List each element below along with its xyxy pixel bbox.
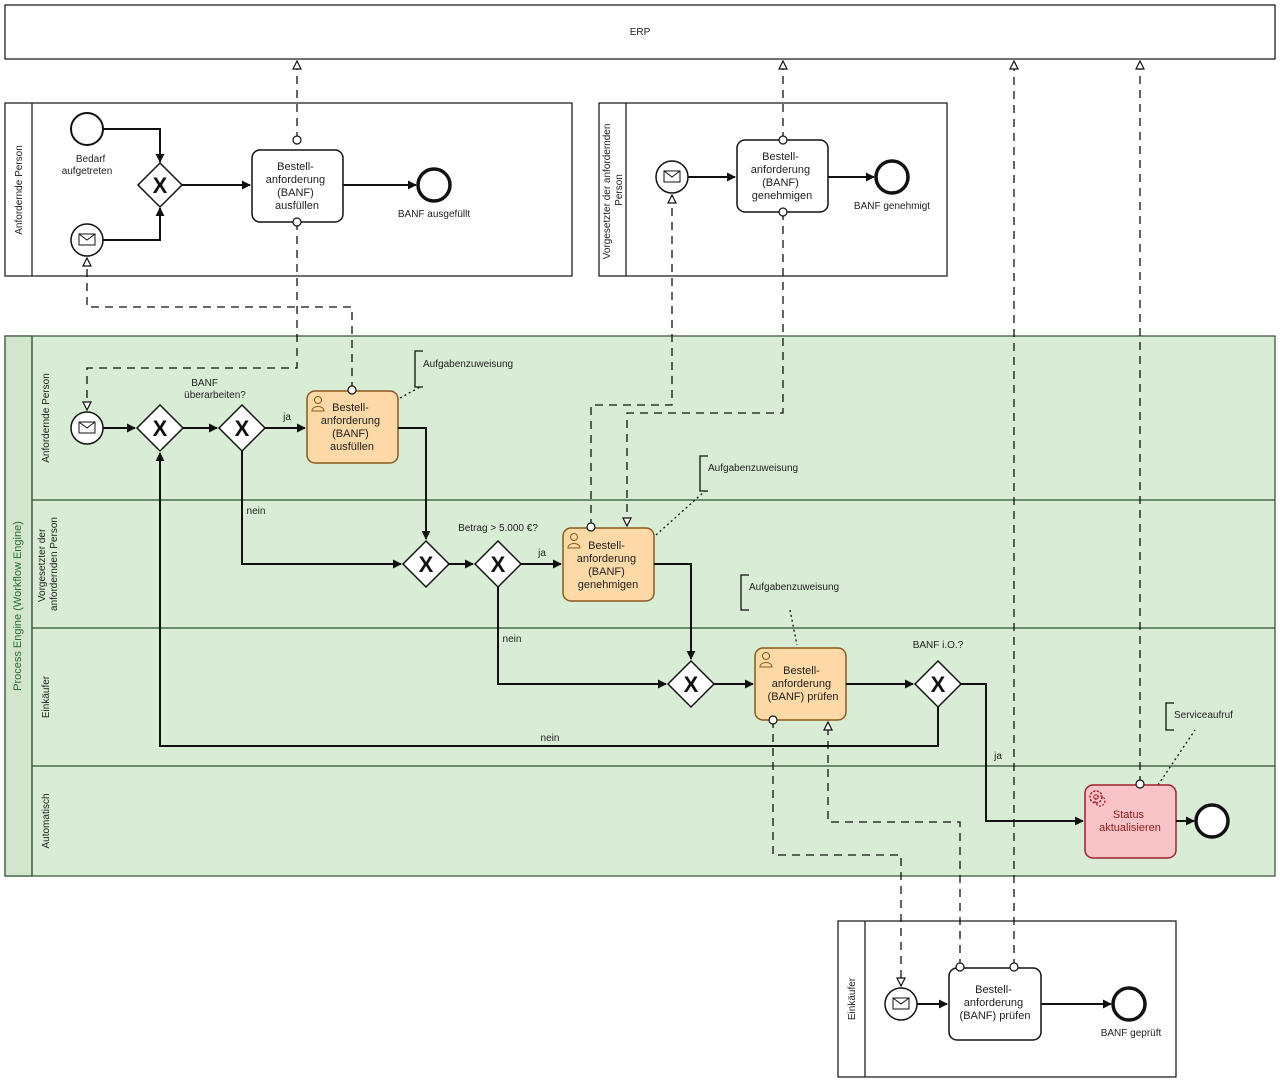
user-task-fill-banf-label: Bestell- anforderung (BANF) ausfüllen	[321, 402, 383, 453]
pool-supervisor-label: Vorgesetzter der anfordernden Person	[602, 121, 625, 259]
end-event-banf-approved	[874, 159, 910, 195]
gateway-x-icon: X	[153, 173, 168, 198]
user-task-check-banf-label: Bestell- anforderung (BANF) prüfen	[768, 665, 839, 703]
annotation-task-assignment-1: Aufgabenzuweisung	[399, 350, 513, 399]
envelope-icon	[663, 170, 681, 183]
lane-engine-buyer-label: Einkäufer	[41, 675, 52, 718]
gateway-x-icon: X	[153, 416, 168, 441]
lane-engine-supervisor-label: Vorgesetzter der anfordernden Person	[37, 517, 60, 611]
gateway-merge-check[interactable]: X	[666, 659, 716, 709]
start-event-need[interactable]	[70, 112, 104, 146]
gateway-merge-approval[interactable]: X	[401, 539, 451, 589]
flow-label-nein-1: nein	[247, 506, 266, 517]
service-task-update-status-label: Status aktualisieren	[1099, 809, 1161, 834]
pool-requester: Anfordernde Person Bedarf aufgetreten X …	[4, 102, 573, 277]
user-task-icon	[567, 533, 581, 549]
flow-label-ja-1: ja	[282, 412, 291, 423]
gateway-x-icon: X	[931, 672, 946, 697]
message-start-event-engine[interactable]	[70, 411, 104, 445]
user-task-approve-banf-label: Bestell- anforderung (BANF) genehmigen	[577, 540, 639, 591]
flow-label-nein-2: nein	[503, 634, 522, 645]
envelope-icon	[78, 233, 96, 246]
gateway-x-icon: X	[684, 672, 699, 697]
envelope-icon	[78, 421, 96, 434]
end-event-banf-checked-label: BANF geprüft	[1101, 1028, 1162, 1039]
pool-requester-label: Anfordernde Person	[14, 145, 25, 235]
task-check-banf-bottom-label: Bestell- anforderung (BANF) prüfen	[960, 984, 1031, 1022]
flow-label-ja-3: ja	[993, 751, 1002, 762]
message-start-event-buyer[interactable]	[884, 987, 918, 1021]
gateway-x-icon: X	[491, 552, 506, 577]
task-fill-banf-top-label: Bestell- anforderung (BANF) ausfüllen	[266, 161, 328, 212]
lane-engine-auto-label: Automatisch	[41, 793, 52, 848]
lane-engine-requester-label: Anfordernde Person	[41, 373, 52, 463]
gateway-amount-label: Betrag > 5.000 €?	[458, 523, 538, 534]
user-task-icon	[759, 652, 773, 668]
task-fill-banf-top[interactable]: Bestell- anforderung (BANF) ausfüllen	[251, 149, 344, 223]
user-task-icon	[311, 396, 325, 412]
gateway-x-icon: X	[235, 416, 250, 441]
end-event-banf-filled-label: BANF ausgefüllt	[398, 209, 470, 220]
start-event-need-label: Bedarf aufgetreten	[62, 154, 113, 177]
task-approve-banf-top[interactable]: Bestell- anforderung (BANF) genehmigen	[736, 139, 829, 213]
flow-label-ja-2: ja	[537, 548, 546, 559]
end-event-engine	[1194, 803, 1230, 839]
svg-text:Serviceaufruf: Serviceaufruf	[1174, 710, 1233, 721]
gateway-x-icon: X	[419, 552, 434, 577]
message-start-event-requester[interactable]	[70, 223, 104, 257]
erp-pool: ERP	[4, 4, 1276, 60]
task-approve-banf-top-label: Bestell- anforderung (BANF) genehmigen	[751, 151, 813, 202]
user-task-check-banf[interactable]: Bestell- anforderung (BANF) prüfen	[754, 647, 847, 721]
pool-supervisor: Vorgesetzter der anfordernden Person Bes…	[598, 102, 948, 277]
svg-text:Aufgabenzuweisung: Aufgabenzuweisung	[708, 463, 798, 474]
svg-text:Aufgabenzuweisung: Aufgabenzuweisung	[749, 582, 839, 593]
message-start-event-supervisor[interactable]	[655, 160, 689, 194]
svg-text:Aufgabenzuweisung: Aufgabenzuweisung	[423, 359, 513, 370]
service-task-gear-icon	[1089, 790, 1106, 807]
annotation-service-call: Serviceaufruf	[1157, 702, 1233, 786]
erp-label: ERP	[630, 27, 651, 38]
user-task-fill-banf[interactable]: Bestell- anforderung (BANF) ausfüllen	[306, 390, 399, 464]
flow-label-nein-3: nein	[541, 733, 560, 744]
end-event-banf-checked	[1111, 986, 1147, 1022]
task-check-banf-bottom[interactable]: Bestell- anforderung (BANF) prüfen	[948, 967, 1042, 1041]
service-task-update-status[interactable]: Status aktualisieren	[1084, 784, 1177, 859]
gateway-rework[interactable]: X	[217, 403, 267, 453]
gateway-xor-top-requester[interactable]: X	[136, 161, 184, 209]
user-task-approve-banf[interactable]: Bestell- anforderung (BANF) genehmigen	[562, 527, 655, 602]
end-event-banf-approved-label: BANF genehmigt	[854, 201, 930, 212]
end-event-banf-filled	[416, 167, 452, 203]
annotation-task-assignment-3: Aufgabenzuweisung	[740, 574, 839, 646]
pool-engine-label: Process Engine (Workflow Engine)	[12, 521, 24, 691]
pool-buyer: Einkäufer Bestell- anforderung (BANF) pr…	[837, 920, 1177, 1078]
envelope-icon	[892, 997, 910, 1010]
pool-buyer-label: Einkäufer	[847, 977, 858, 1020]
message-flows	[87, 61, 1140, 986]
gateway-merge-rework[interactable]: X	[135, 403, 185, 453]
gateway-banf-ok-label: BANF i.O.?	[913, 640, 964, 651]
